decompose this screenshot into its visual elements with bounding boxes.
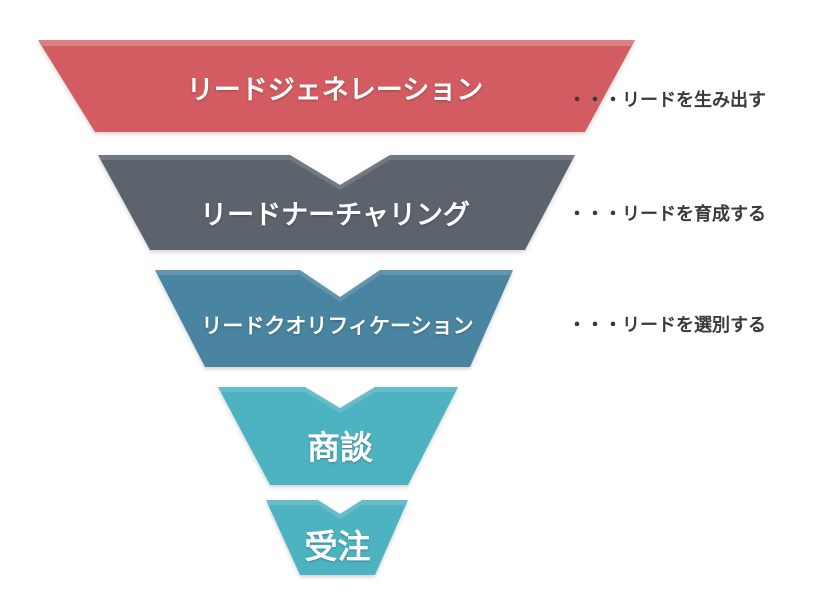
stage-1-top-highlight bbox=[38, 40, 635, 46]
stage-2-note: ・・・リードを育成する bbox=[568, 204, 766, 225]
stage-1-note: ・・・リードを生み出す bbox=[568, 90, 766, 111]
stage-3-top-highlight bbox=[155, 270, 513, 302]
stage-2-top-highlight bbox=[98, 155, 575, 190]
stage-2-label: リードナーチャリング bbox=[200, 200, 470, 231]
stage-2-shape bbox=[98, 155, 575, 250]
stage-4-label: 商談 bbox=[307, 428, 373, 467]
stage-5-label: 受注 bbox=[304, 527, 371, 566]
stage-3-label: リードクオリフィケーション bbox=[201, 314, 474, 338]
stage-3-shape bbox=[155, 270, 513, 367]
stage-5-shape bbox=[266, 500, 408, 575]
stage-1-shape bbox=[38, 40, 635, 132]
stage-4-top-highlight bbox=[218, 387, 458, 413]
stage-5-top-highlight bbox=[266, 500, 408, 519]
stage-3-note: ・・・リードを選別する bbox=[568, 315, 766, 336]
stage-1-label: リードジェネレーション bbox=[186, 75, 484, 106]
stage-4-shape bbox=[218, 387, 458, 485]
